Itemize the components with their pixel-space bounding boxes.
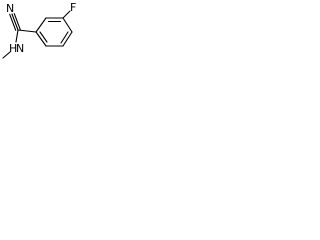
triple-bond-line-3 bbox=[13, 13, 21, 31]
bond-nh-to-methyl bbox=[2, 51, 11, 59]
ring-bond-1 bbox=[35, 17, 47, 33]
molecule-structure: N F H N bbox=[2, 1, 76, 59]
triple-bond-line-2 bbox=[11, 13, 19, 31]
ring-bond-4 bbox=[62, 31, 73, 47]
ring-bond-6 bbox=[35, 31, 47, 47]
nitrile-nitrogen-label: N bbox=[6, 2, 14, 15]
ring-double-bond-inner-2 bbox=[60, 31, 69, 44]
nitrile-triple-bond bbox=[9, 13, 21, 31]
bond-alpha-carbon-to-ring bbox=[17, 29, 37, 33]
bond-alpha-carbon-to-nh bbox=[15, 29, 19, 43]
amine-nitrogen-label: N bbox=[16, 42, 24, 55]
amine-h-label: H bbox=[9, 42, 17, 55]
fluorine-label: F bbox=[70, 1, 76, 14]
triple-bond-line-1 bbox=[9, 13, 17, 31]
ring-double-bond-inner-3 bbox=[39, 31, 48, 43]
ring-bond-3 bbox=[62, 17, 73, 33]
benzene-ring bbox=[35, 17, 73, 47]
bond-ring-to-fluorine bbox=[62, 10, 71, 19]
